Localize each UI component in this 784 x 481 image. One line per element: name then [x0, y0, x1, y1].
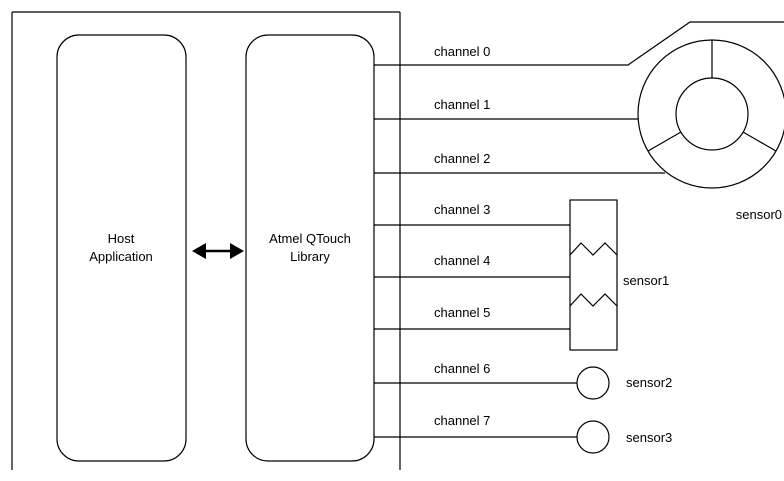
sensor1-box	[569, 199, 618, 351]
sensor2-label: sensor2	[626, 375, 672, 390]
channel-5-label: channel 5	[434, 305, 490, 320]
arrow-right-head	[230, 243, 244, 259]
sensor0-divider-left	[647, 131, 682, 152]
sensor1-zigzag-top	[569, 242, 618, 256]
sensor0-divider-right	[742, 131, 777, 152]
sensor0-wheel: sensor0	[637, 39, 784, 222]
library-label-line1: Atmel QTouch	[269, 231, 351, 246]
sensor0-label: sensor0	[736, 207, 782, 222]
qtouch-library-box	[245, 34, 375, 462]
host-application-block: Host Application	[56, 34, 187, 462]
channel-6-label: channel 6	[434, 361, 490, 376]
sensor2-button: sensor2	[576, 366, 672, 400]
sensor1-slider: sensor1	[569, 199, 669, 351]
sensor0-outer-ring	[637, 39, 784, 189]
channel-0-label: channel 0	[434, 44, 490, 59]
channel-7-label: channel 7	[434, 413, 490, 428]
library-label-line2: Library	[290, 249, 330, 264]
sensor3-label: sensor3	[626, 430, 672, 445]
sensor2-circle	[576, 366, 610, 400]
qtouch-library-block: Atmel QTouch Library	[245, 34, 375, 462]
host-application-box	[56, 34, 187, 462]
sensor1-label: sensor1	[623, 273, 669, 288]
arrow-left-head	[192, 243, 206, 259]
host-label-line1: Host	[108, 231, 135, 246]
channel-3-label: channel 3	[434, 202, 490, 217]
bidirectional-arrow	[192, 243, 244, 259]
sensor3-button: sensor3	[576, 420, 672, 454]
channel-2-label: channel 2	[434, 151, 490, 166]
channel-labels: channel 0 channel 1 channel 2 channel 3 …	[434, 44, 490, 428]
channel-0-line	[374, 21, 784, 66]
sensor3-circle	[576, 420, 610, 454]
sensor1-zigzag-bottom	[569, 293, 618, 307]
channel-lines	[374, 21, 784, 438]
channel-1-label: channel 1	[434, 97, 490, 112]
channel-4-label: channel 4	[434, 253, 490, 268]
host-label-line2: Application	[89, 249, 153, 264]
